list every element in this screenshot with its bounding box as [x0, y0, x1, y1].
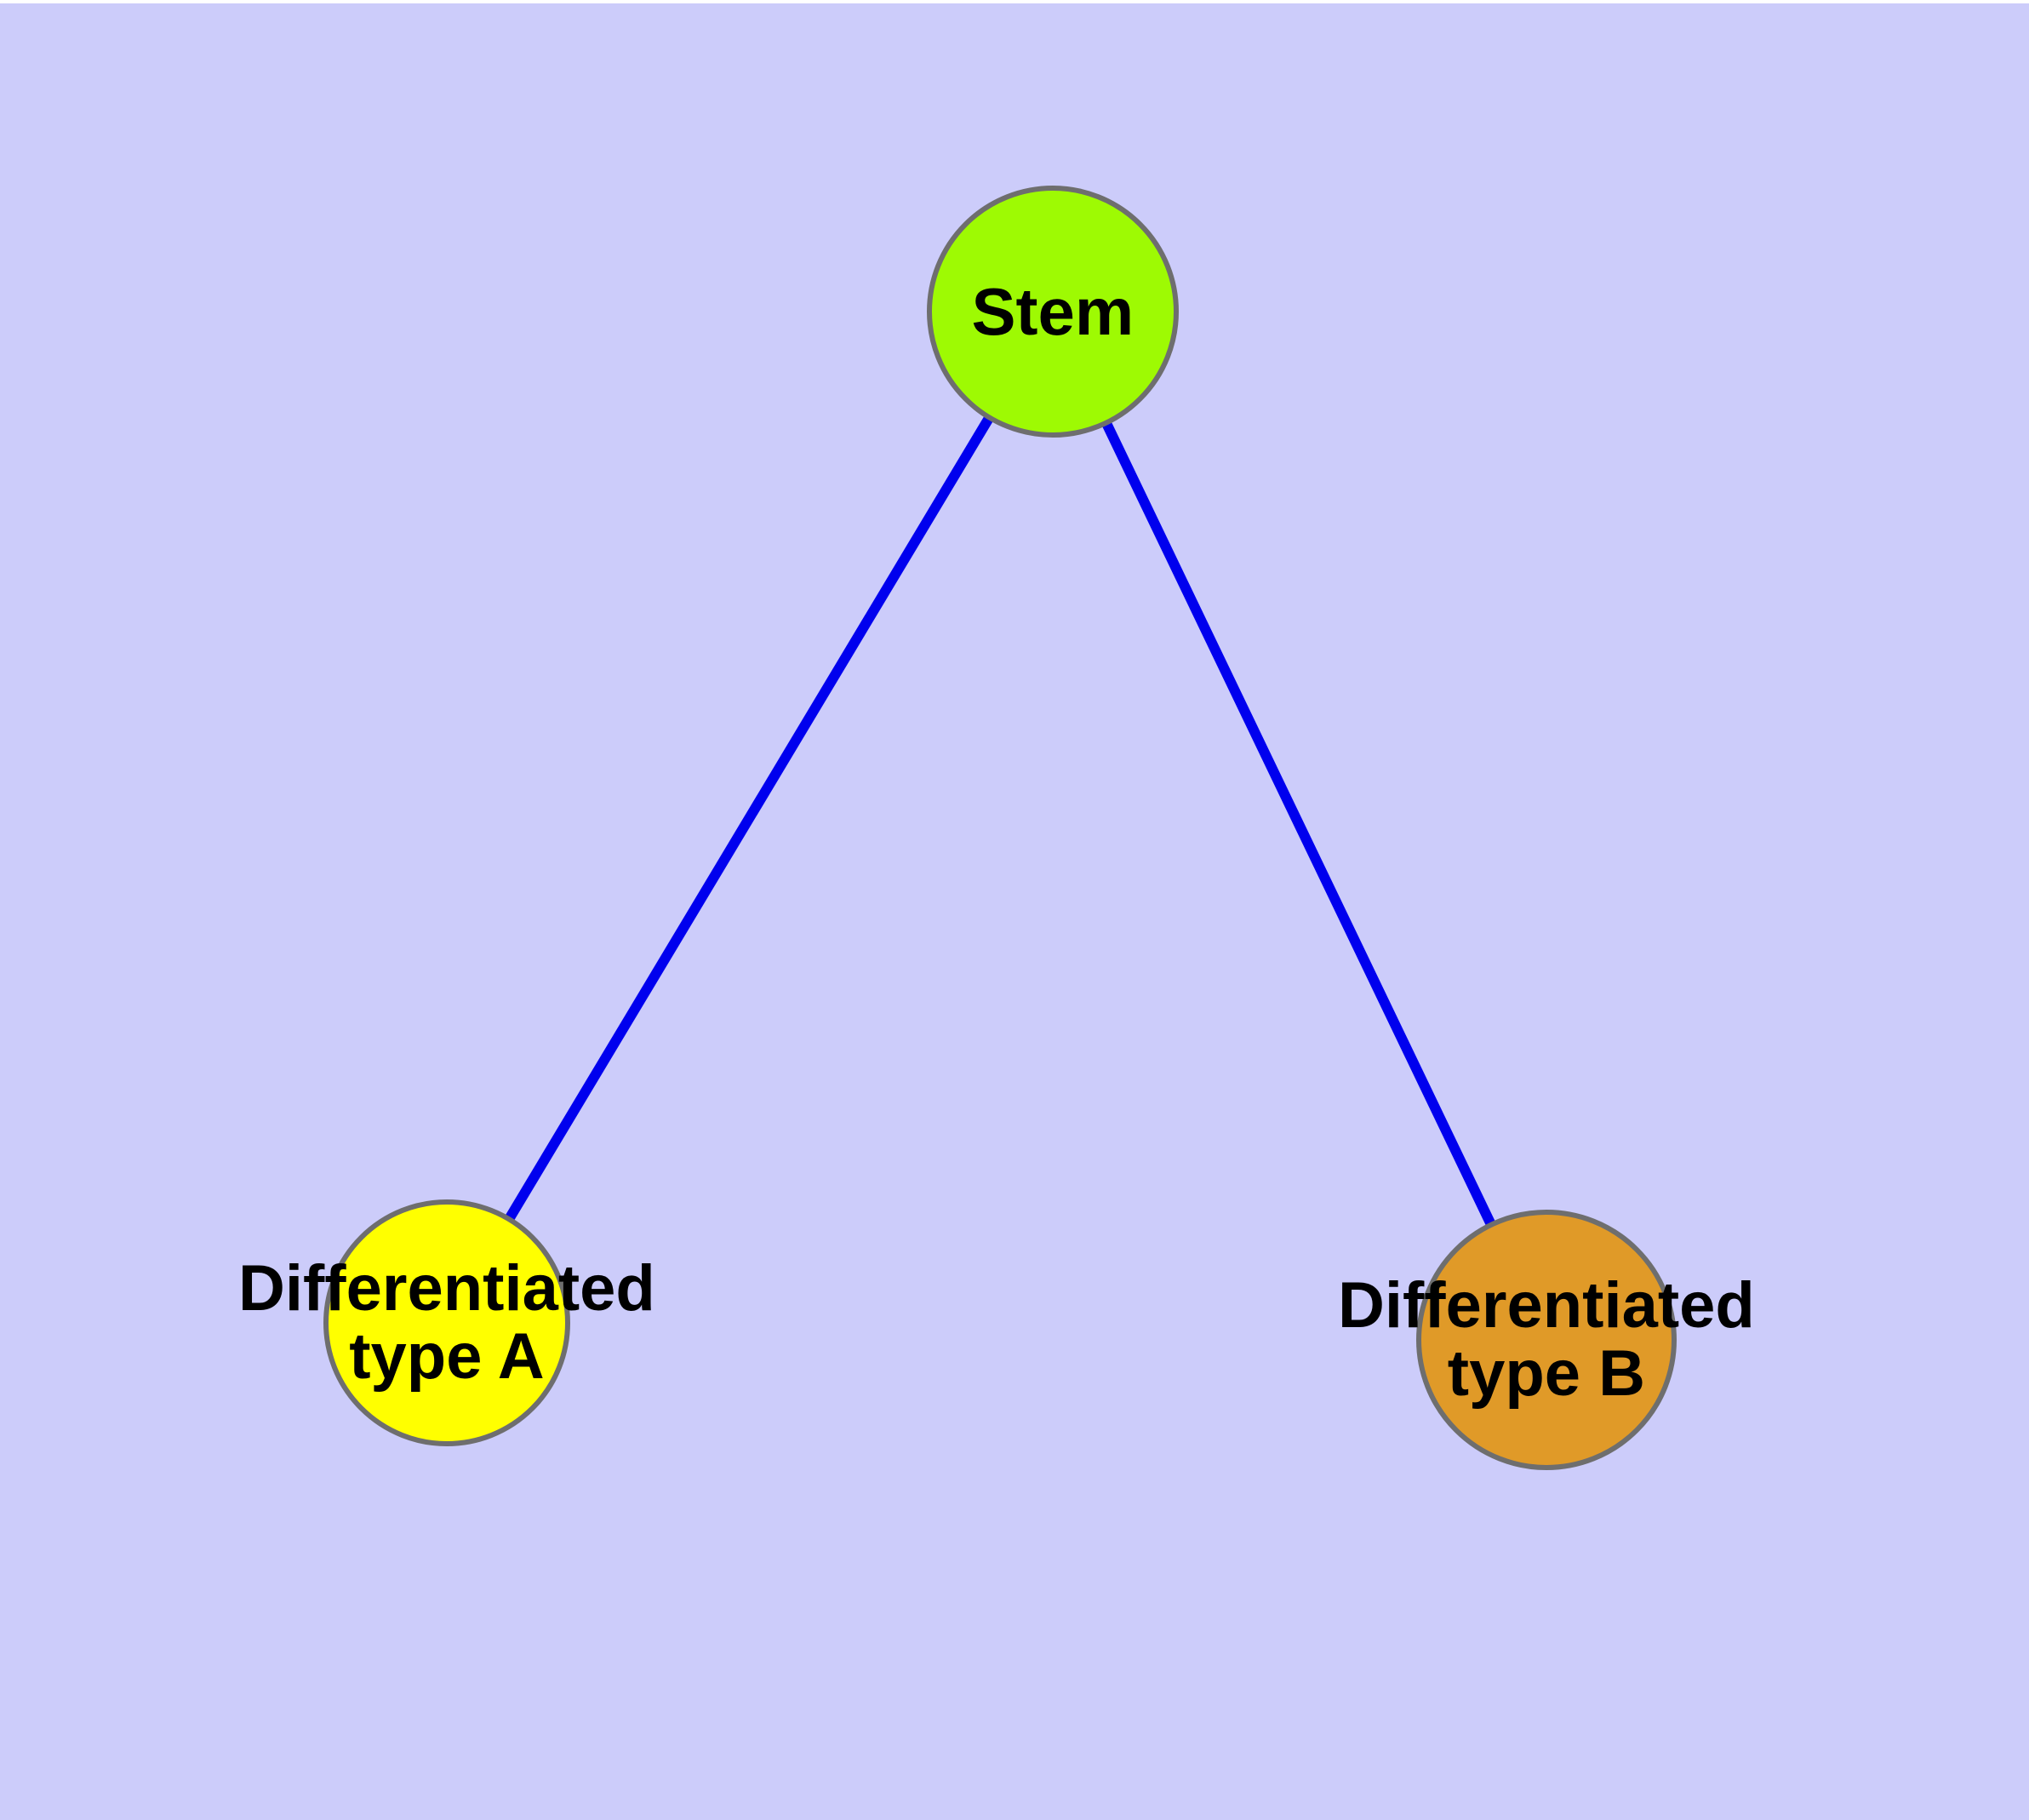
node-layer: [323, 186, 1677, 1470]
edge-layer: [442, 308, 1552, 1342]
edge-stem-diff-b[interactable]: [1048, 309, 1552, 1342]
node-diff_b[interactable]: [1416, 1210, 1677, 1470]
node-stem[interactable]: [927, 186, 1179, 438]
node-diff_a[interactable]: [323, 1199, 570, 1446]
edge-stem-diff-a[interactable]: [442, 308, 1058, 1326]
